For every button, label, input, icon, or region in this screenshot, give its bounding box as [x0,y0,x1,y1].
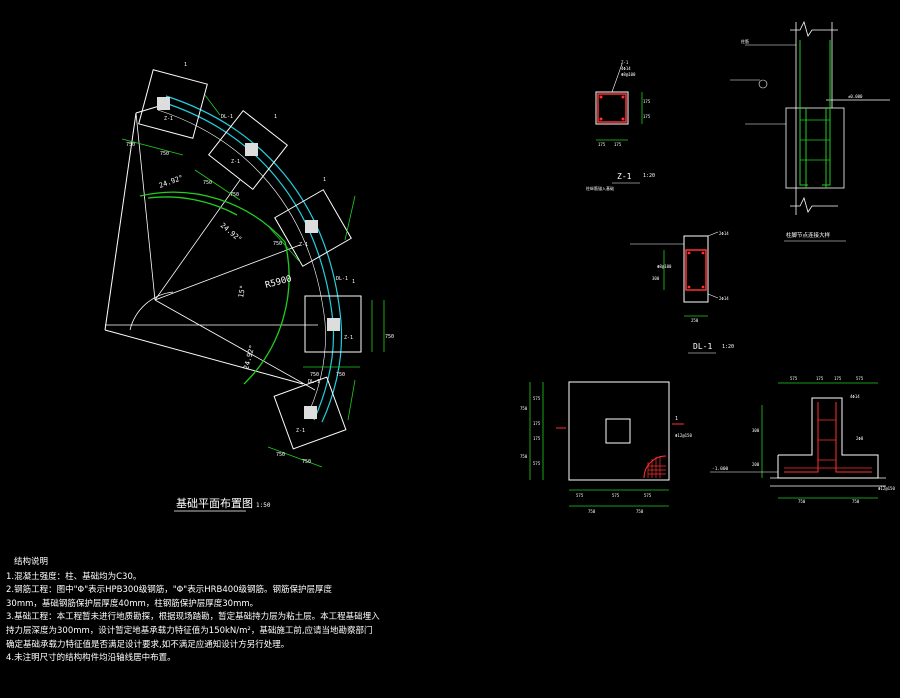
plan-dim: 750 [276,452,285,458]
plan-dim: 750 [336,372,345,378]
plan-title: 基础平面布置图 [176,497,253,510]
footing-section-dim-left: 200 [752,462,760,467]
plan-angle-label: 24.92° [158,174,185,190]
z1-dim: 175 [643,99,651,104]
column-detail-title: 柱脚节点连接大样 [786,231,831,239]
plan-section-mark: 1 [352,279,355,285]
notes-line: 确定基础承载力特征值是否满足设计要求,如不满足应通知设计方另行处理。 [6,639,290,650]
footing-section-dim-top: 575 [790,376,798,381]
z1-dim: 175 [614,142,622,147]
footing-1 [138,69,208,139]
dl1-scale: 1:20 [722,344,734,350]
footing-section-detail: 575 175 175 575 750 750 300 200 -1.000 4… [710,376,895,504]
dl1-dim: 300 [652,276,660,281]
plan-beam-label: DL-1 [221,114,233,120]
plan-dim: 750 [160,151,169,157]
notes-title: 结构说明 [14,557,49,567]
footing-section-dim-top: 575 [856,376,864,381]
footing-section-dim-bottom: 750 [852,499,860,504]
footing-section-dim-left: 300 [752,428,760,433]
notes-line: 1.混凝土强度：柱、基础均为C30。 [6,571,142,582]
notes-line: 持力层深度为300mm，设计暂定地基承载力特征值为150kN/m²，基础施工前,… [6,625,373,636]
plan-dim: 750 [302,459,311,465]
z1-section: Z-1 4Φ14 Φ8@100 175 175 175 175 Z-1 1:20… [586,60,655,191]
dl1-note: 2Φ14 [719,231,729,236]
plan-footing-label: Z-1 [299,242,308,248]
plan-angle-label: 15° [237,284,247,298]
notes-line: 30mm，基础钢筋保护层厚度40mm，柱钢筋保护层厚度30mm。 [6,598,259,609]
plan-section-mark: 1 [184,62,187,68]
footing-section-dim-top: 175 [834,376,842,381]
footing-plan-dim-left: 575 [533,461,541,466]
column-detail: 柱筋 ±0.000 柱脚节点连接大样 [730,20,890,242]
structural-notes: 结构说明 1.混凝土强度：柱、基础均为C30。 2.钢筋工程：图中"Φ"表示HP… [6,556,646,666]
plan-dim: 750 [126,142,135,148]
plan-angle-label: 24.92° [242,344,256,371]
plan-footing-label: Z-1 [296,428,305,434]
footing-plan-dim: 750 [636,509,644,514]
column-detail-label-top: 柱筋 [741,38,749,44]
notes-line: 3.基础工程：本工程暂未进行地质勘探，根据现场踏勘，暂定基础持力层为粘土层。本工… [6,612,380,623]
plan-footing-label: Z-1 [344,335,353,341]
notes-line: 2.钢筋工程：图中"Φ"表示HPB300级钢筋，"Φ"表示HRB400级钢筋。钢… [6,585,333,596]
plan-beam-label: DL-1 [308,379,320,385]
plan-scale: 1:50 [256,502,271,509]
z1-title: Z-1 [617,172,632,181]
z1-dim: 175 [598,142,606,147]
footing-section-dim-bottom: 750 [798,499,806,504]
notes-line: 4.未注明尺寸的结构构件均沿轴线居中布置。 [6,653,176,664]
plan-dim: 750 [230,192,239,198]
footing-section-rebar-note: Φ12@150 [878,486,895,491]
footing-plan-dim: 575 [644,493,652,498]
dl1-title: DL-1 [693,342,712,351]
dl1-section: 2Φ14 2Φ14 Φ8@100 250 300 DL-1 1:20 [630,231,734,354]
z1-note: Φ8@100 [621,72,636,77]
footing-3 [274,189,352,267]
footing-plan-dim: 575 [612,493,620,498]
footing-section-rebar-note: 4Φ14 [850,394,860,399]
dl1-note: 2Φ14 [719,296,729,301]
footing-plan-mark: 1 [675,416,678,422]
z1-note: Z-1 [621,60,629,65]
footing-plan-dim: 750 [588,509,596,514]
plan-footing-label: Z-1 [164,116,173,122]
z1-scale: 1:20 [643,173,655,179]
z1-dim: 175 [643,114,651,119]
footing-plan-dim: 575 [576,493,584,498]
footing-5 [273,376,347,450]
plan-beam-label: DL-1 [336,276,348,282]
z1-subtext: 柱纵筋锚入基础 [586,185,614,191]
footing-section-elev: -1.000 [712,466,729,472]
dl1-dim: 250 [691,318,699,323]
footing-plan-dim-left-total: 750 [520,454,528,459]
plan-dim: 750 [385,334,394,340]
z1-note: 4Φ14 [621,66,631,71]
plan-dim: 750 [203,180,212,186]
footing-plan-rebar-note: Φ12@150 [675,433,692,438]
footing-plan-dim-left: 175 [533,436,541,441]
plan-footing-label: Z-1 [231,159,240,165]
footing-4 [304,295,362,353]
plan-section-mark: 1 [274,114,277,120]
plan-section-mark: 1 [323,177,326,183]
footing-plan-detail: 1 Φ12@150 575 575 575 750 750 575 175 17… [520,381,692,514]
plan-dim: 750 [273,241,282,247]
foundation-plan: 基础平面布置图 1:50 R5900 24.92° 24.92° 15° 24.… [104,62,394,512]
footing-section-dim-top: 175 [816,376,824,381]
plan-dim: 750 [310,372,319,378]
footing-section-rebar-note: 2Φ8 [856,436,864,441]
footing-plan-dim-left-total: 750 [520,406,528,411]
footing-plan-dim-left: 575 [533,396,541,401]
footing-plan-dim-left: 175 [533,421,541,426]
plan-angle-label: 24.92° [219,221,244,243]
footing-2 [207,109,289,191]
column-detail-label-right: ±0.000 [848,94,863,99]
dl1-note: Φ8@100 [657,264,672,269]
